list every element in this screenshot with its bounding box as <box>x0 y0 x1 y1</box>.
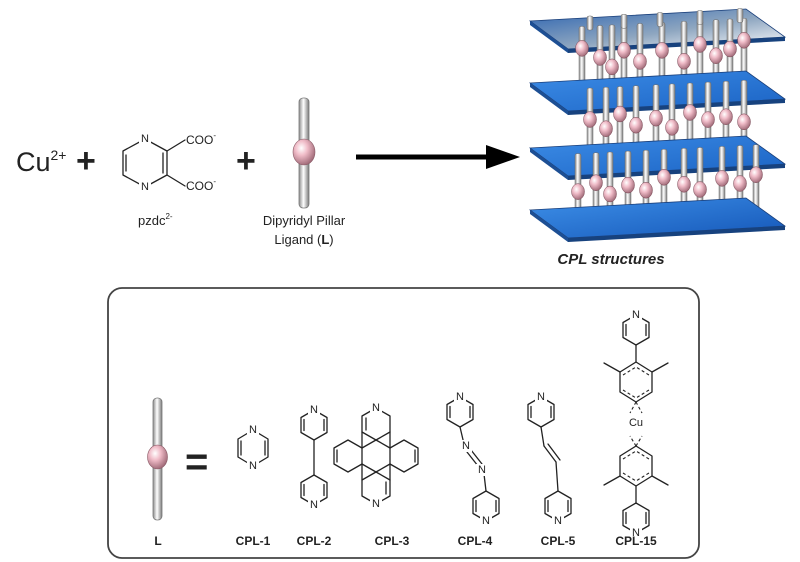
pillar-ligand-icon <box>292 97 316 209</box>
carboxylate-bottom: COO- <box>186 177 216 193</box>
cpl2-n-top: N <box>310 404 318 416</box>
plate-lower-mid <box>528 135 787 180</box>
cpl4-n-bottom: N <box>482 515 490 527</box>
ligand-label-cpl1: CPL-1 <box>236 534 271 548</box>
pzdc-molecule: N N COO- COO- pzdc2- <box>122 131 216 228</box>
ligand-legend-box: L = cpl1 N N NN <box>107 287 700 559</box>
pillar-caption-line2: Ligand (L) <box>274 232 333 247</box>
pzdc-nitrogen-top: N <box>141 133 149 145</box>
cpl4-azo-n2: N <box>478 464 486 476</box>
legend-frame <box>107 287 700 559</box>
cpl1-n-top: N <box>249 424 257 436</box>
ligand-structure-cpl5: NN <box>527 391 572 527</box>
reaction-arrow <box>356 145 520 169</box>
cpl-structures-caption: CPL structures <box>557 251 664 268</box>
legend-symbol-label: L <box>154 534 161 548</box>
plate-bottom <box>528 197 787 242</box>
pillar-2-10 <box>749 144 763 217</box>
ligand-label-cpl4: CPL-4 <box>458 534 493 548</box>
cpl15-copper-atom: Cu <box>629 417 643 429</box>
cpl4-azo-n1: N <box>462 440 470 452</box>
ligand-structure-cpl3: N N <box>333 402 419 510</box>
ligand-label-cpl15: CPL-15 <box>615 534 657 548</box>
plus-sign-1: + <box>76 142 96 180</box>
ligand-label-cpl5: CPL-5 <box>541 534 576 548</box>
pillar-stub-top-3 <box>696 10 704 25</box>
reaction-row: Cu2+ + N N COO- COO- pzdc2- + Dipyridyl … <box>16 97 520 247</box>
pillar-stub-top-4 <box>736 8 744 23</box>
carboxylate-top: COO- <box>186 131 216 147</box>
cpl3-n-bottom: N <box>372 498 380 510</box>
pillar-stub-top-2 <box>656 12 664 27</box>
cpl5-n-top: N <box>537 391 545 403</box>
pillar-caption-line1: Dipyridyl Pillar <box>263 213 346 228</box>
plus-sign-2: + <box>236 142 256 180</box>
ligand-structure-cpl2: NN <box>300 404 328 511</box>
ligand-structure-cpl1: cpl1 N N <box>237 424 269 472</box>
cpl15-n-bottom: N <box>632 527 640 539</box>
cpl1-n-bottom: N <box>249 460 257 472</box>
cpl3-n-top: N <box>372 402 380 414</box>
cpl5-n-bottom: N <box>554 515 562 527</box>
pzdc-caption: pzdc2- <box>138 212 173 228</box>
ligand-structure-cpl15: N N Cu <box>603 309 669 539</box>
cpl15-n-top: N <box>632 309 640 321</box>
ligand-label-cpl3: CPL-3 <box>375 534 410 548</box>
copper-ion-label: Cu2+ <box>16 147 66 177</box>
pillar-stub-top-1 <box>620 14 628 29</box>
cpl-3d-structure <box>528 8 787 242</box>
pillar-stub-top-0 <box>586 15 594 31</box>
ligand-label-cpl2: CPL-2 <box>297 534 332 548</box>
pzdc-nitrogen-bottom: N <box>141 181 149 193</box>
legend-equals-sign: = <box>185 440 208 484</box>
cpl2-n-bottom: N <box>310 499 318 511</box>
legend-pillar-icon <box>147 397 168 521</box>
cpl4-n-top: N <box>456 391 464 403</box>
